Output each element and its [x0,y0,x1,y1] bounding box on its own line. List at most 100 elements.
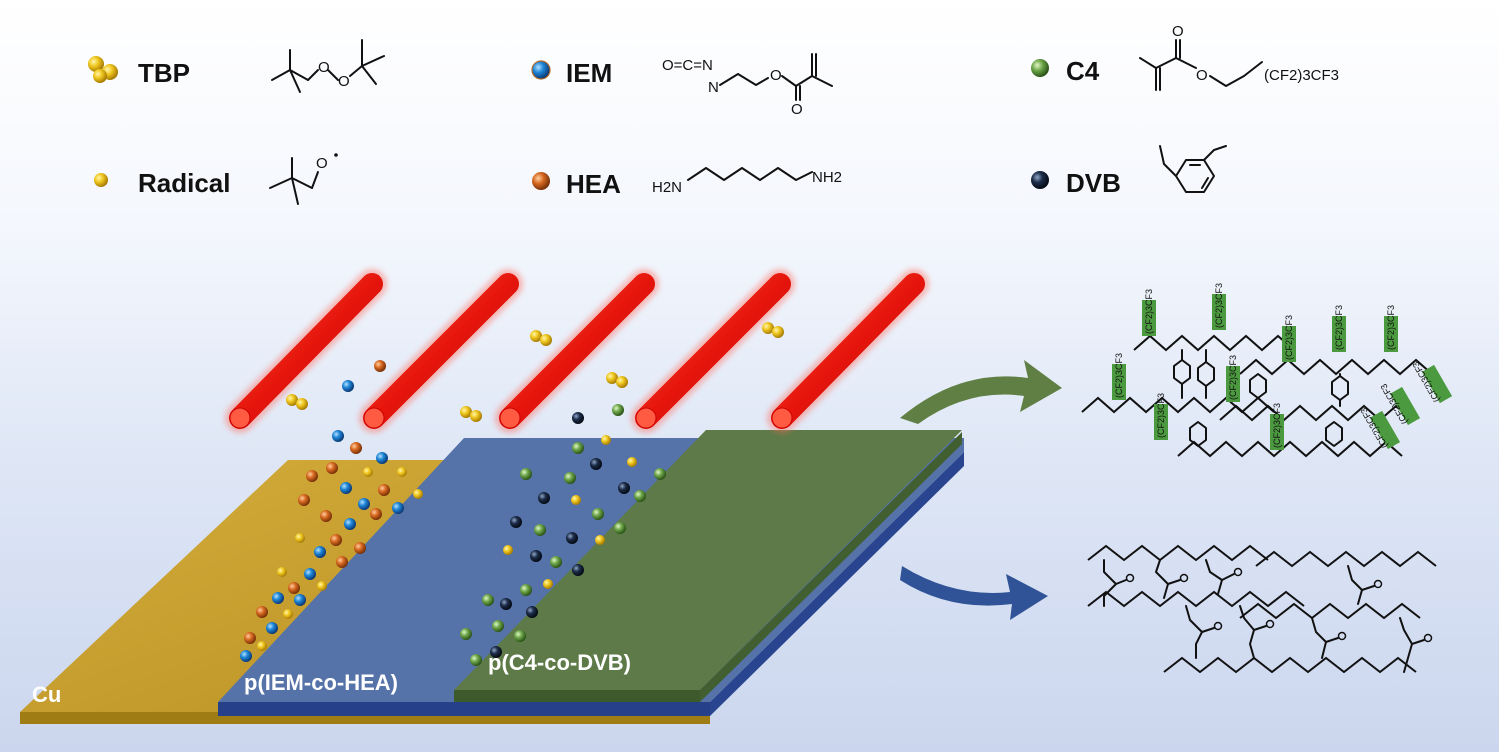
fluorinated-network: (CF2)3CF3 (CF2)3CF3 (CF2)3CF3 (CF2)3CF3 … [1081,283,1453,458]
iem-bead [332,430,344,442]
iem-bead [344,518,356,530]
hea-bead [320,510,332,522]
fluoro-tag: (CF2)3CF3 [1332,305,1346,352]
hea-structure: H2N NH2 [652,167,842,196]
svg-text:O: O [318,59,330,76]
radical-bead [257,641,267,651]
film-stack: Cu p(IEM-co-HEA) p(C4-co-DVB) [20,430,964,724]
c4-bead [534,524,546,536]
radical-bead [295,533,305,543]
hea-bead [336,556,348,568]
urea-crosslink [1311,617,1347,659]
iem-bead [376,452,388,464]
urea-network [1087,544,1437,674]
radical-bead [277,567,287,577]
legend-item-iem: IEM O=C=N N O O [531,53,833,118]
radical-bead [317,581,327,591]
tbp-structure: O O [271,39,385,93]
legend-item-tbp: TBP O O [88,39,385,93]
iem-bead [342,380,354,392]
fluoro-tag: (CF2)3CF3 [1282,315,1296,362]
green-layer-side-front [454,690,700,702]
svg-text:O: O [1172,23,1184,40]
hea-bead [370,508,382,520]
fluoro-tag: (CF2)3CF3 [1384,305,1398,352]
radical-bead [595,535,605,545]
legend-item-radical: Radical O [94,153,338,205]
c4-bead [482,594,494,606]
legend-label-hea: HEA [566,169,621,199]
radical-bead [413,489,423,499]
c4-bead [614,522,626,534]
legend: TBP O O Radical [88,23,1339,205]
tbp-bead [93,69,107,83]
urea-crosslink [1347,565,1383,605]
iem-structure: O=C=N N O O [662,53,833,118]
svg-text:(CF2)3CF3: (CF2)3CF3 [1334,305,1344,350]
svg-text:(CF2)3CF3: (CF2)3CF3 [1114,353,1124,398]
svg-text:(CF2)3CF3: (CF2)3CF3 [1284,315,1294,360]
tbp-bead [88,56,104,72]
hea-bead [306,470,318,482]
hea-bead [298,494,310,506]
radical-bead [363,467,373,477]
dvb-bead [500,598,512,610]
dvb-bead [490,646,502,658]
blue-layer-side-right [710,452,964,716]
iem-bead [294,594,306,606]
tbp-bead [540,334,552,346]
hea-bead [256,606,268,618]
legend-label-radical: Radical [138,168,231,198]
fluoro-tag: (CF2)3CF3 [1142,289,1156,336]
iem-bead [272,592,284,604]
iem-bead [266,622,278,634]
fluoro-tag: (CF2)3CF3 [1212,283,1226,330]
legend-label-iem: IEM [566,58,612,88]
hea-bead [244,632,256,644]
svg-text:(CF2)3CF3: (CF2)3CF3 [1144,289,1154,334]
legend-label-c4: C4 [1066,56,1100,86]
hea-bead [288,582,300,594]
hea-bead [350,442,362,454]
iem-bead [314,546,326,558]
svg-text:O: O [1196,67,1208,84]
fluoro-tag: (CF2)3CF3 [1154,393,1168,440]
fluoro-tag: (CF2)3CF3 [1226,355,1240,402]
iem-bead [240,650,252,662]
urea-crosslink [1155,559,1189,599]
tbp-bead [470,410,482,422]
legend-label-dvb: DVB [1066,168,1121,198]
iem-o-bottom: O [791,101,803,118]
radical-bead [94,173,108,187]
tbp-bead [772,326,784,338]
c4-bead [572,442,584,454]
tbp-bead [530,330,542,342]
hea-bead [330,534,342,546]
dvb-bead [510,516,522,528]
urea-crosslink [1205,559,1243,595]
c4-bead [550,556,562,568]
filament [359,269,523,433]
fluoro-tag: (CF2)3CF3 [1270,403,1284,450]
radical-bead [283,609,293,619]
green-layer [454,430,962,690]
dvb-bead [590,458,602,470]
svg-text:(CF2)3CF3: (CF2)3CF3 [1156,393,1166,438]
blue-layer-side-front [218,702,710,716]
tbp-bead [460,406,472,418]
layer-label-iem-hea: p(IEM-co-HEA) [244,670,398,695]
c4-bead [634,490,646,502]
c4-bead [514,630,526,642]
dvb-bead [572,564,584,576]
radical-bead [627,457,637,467]
dvb-bead [1031,171,1049,189]
hea-bead [532,172,550,190]
c4-bead [520,468,532,480]
iem-o-top: O [770,67,782,84]
svg-text:(CF2)3CF3: (CF2)3CF3 [1228,355,1238,400]
green-layer-side-right [700,432,962,702]
c4-bead [612,404,624,416]
hea-bead [378,484,390,496]
iem-bead [304,568,316,580]
